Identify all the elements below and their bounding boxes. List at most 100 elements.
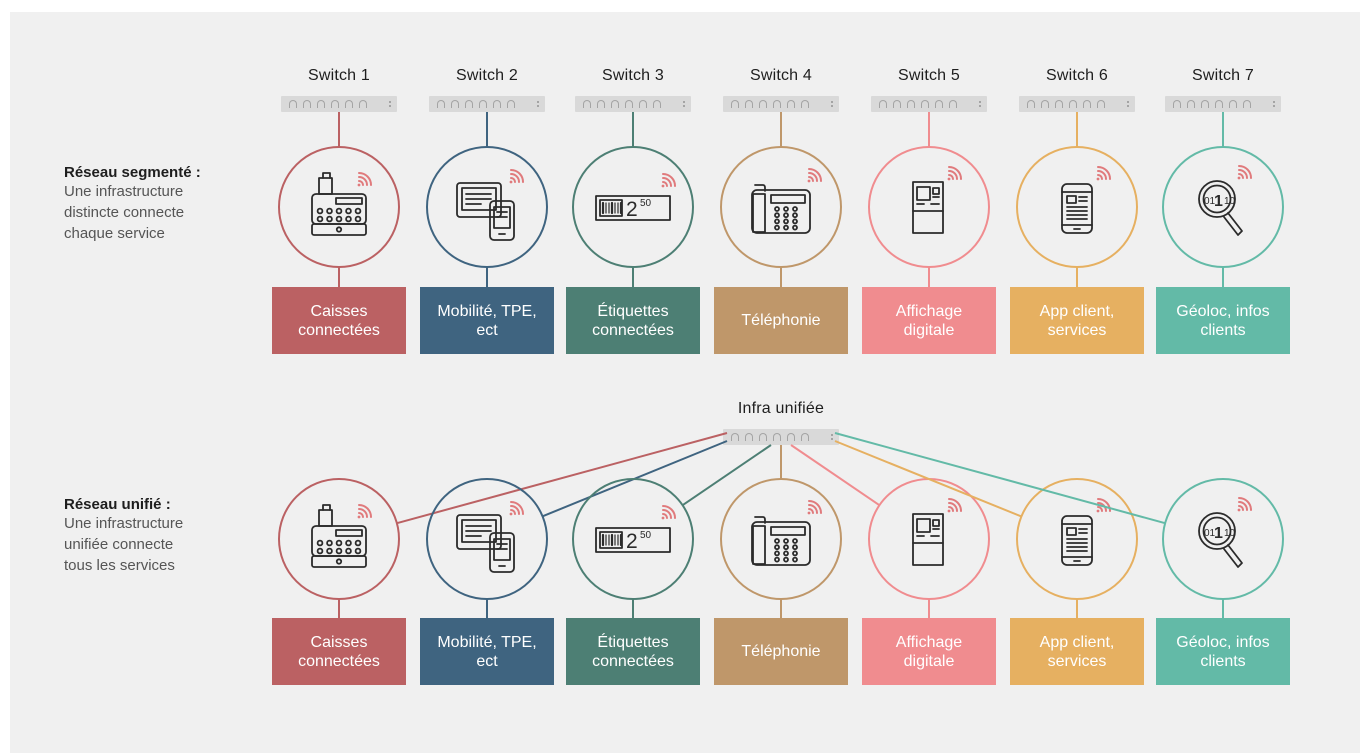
service-circle [720, 478, 842, 600]
segmented-network-description: Réseau segmenté : Une infrastructure dis… [64, 164, 264, 244]
service-box: Mobilité, TPE,ect [420, 618, 554, 685]
switch-label: Switch 2 [455, 67, 519, 84]
switch-led [831, 438, 833, 440]
smartphone-app-icon [1061, 166, 1111, 234]
segmented-network-title: Réseau segmenté : [64, 164, 201, 181]
service-label-line: Téléphonie [741, 312, 821, 329]
switch-label: Switch 3 [601, 67, 665, 84]
service-label-line: clients [1200, 652, 1246, 670]
service-label-line: Affichage [895, 302, 963, 320]
service-circle [278, 478, 400, 600]
price-value-text: 2 [626, 198, 638, 221]
segmented-desc-line: chaque service [64, 225, 165, 242]
switch-port [731, 100, 739, 108]
smartphone-app-icon [1061, 498, 1111, 566]
switch-label: Switch 4 [749, 67, 813, 84]
service-label-line: ect [476, 321, 498, 339]
switch-port [653, 100, 661, 108]
service-circle [720, 146, 842, 268]
switch-led [537, 101, 539, 103]
service-label-line: Géoloc, infos [1176, 302, 1270, 320]
service-box: Téléphonie [714, 618, 848, 685]
unified-desc-line: Une infrastructure [64, 515, 184, 532]
service-label-line: Mobilité, TPE, [437, 302, 537, 320]
service-label-line: clients [1200, 321, 1246, 339]
price-value-text: 2 [626, 530, 638, 553]
switch-port [493, 100, 501, 108]
service-label-line: Affichage [895, 633, 963, 651]
service-label-line: services [1047, 321, 1107, 339]
service-circle [1016, 146, 1138, 268]
switch-led [1273, 101, 1275, 103]
switch-port [1243, 100, 1251, 108]
switch-led [1127, 101, 1129, 103]
switch-label: Switch 7 [1191, 67, 1255, 84]
switch-port [437, 100, 445, 108]
service-label-line: Caisses [310, 302, 368, 320]
service-circle [278, 146, 400, 268]
switch-port [1083, 100, 1091, 108]
switch-port [759, 100, 767, 108]
switch-port [1041, 100, 1049, 108]
switch-port [745, 100, 753, 108]
switch-port [1229, 100, 1237, 108]
connection-line [834, 432, 1166, 525]
switch-led [389, 101, 391, 103]
wifi-signal-icon [509, 501, 524, 516]
cash-register-icon [311, 504, 372, 568]
switch-port [639, 100, 647, 108]
switch-port [583, 100, 591, 108]
service-circle [1016, 478, 1138, 600]
switch-port [625, 100, 633, 108]
unified-network-title: Réseau unifié : [64, 496, 171, 513]
switch-port [1027, 100, 1035, 108]
wifi-signal-icon [947, 498, 962, 513]
wifi-signal-icon [509, 169, 524, 184]
switch-port [787, 100, 795, 108]
switch-device [281, 96, 397, 112]
switch-port [1201, 100, 1209, 108]
switch-port [1097, 100, 1105, 108]
service-label-line: Caisses [310, 633, 368, 651]
connection-line [790, 444, 880, 507]
switch-led [831, 101, 833, 103]
switch-port [507, 100, 515, 108]
service-label-line: connectées [592, 652, 674, 670]
service-circle [426, 478, 548, 600]
binary-text: 01 [1204, 196, 1216, 207]
switch-port [745, 433, 753, 441]
price-cents-text: 50 [640, 530, 652, 541]
switch-port [1055, 100, 1063, 108]
service-label-line: Téléphonie [741, 643, 821, 660]
wifi-signal-icon [1096, 498, 1111, 513]
service-label-line: Géoloc, infos [1176, 633, 1270, 651]
switch-port [1069, 100, 1077, 108]
service-label: App client,services [1040, 633, 1115, 671]
switch-port [759, 433, 767, 441]
switch-port [597, 100, 605, 108]
switch-port [731, 433, 739, 441]
switch-device [871, 96, 987, 112]
connection-line [682, 444, 772, 507]
service-label: Mobilité, TPE,ect [437, 633, 536, 671]
binary-bold-text: 1 [1214, 193, 1223, 210]
switch-port [907, 100, 915, 108]
service-circle [1162, 478, 1284, 600]
service-label-line: App client, [1039, 633, 1115, 651]
switch-led [683, 105, 685, 107]
service-label-line: Étiquettes [597, 302, 669, 320]
unified-switch-label: Infra unifiée [737, 400, 825, 417]
service-label-line: Étiquettes [597, 633, 669, 651]
binary-text: 10 [1224, 528, 1236, 539]
switch-port [465, 100, 473, 108]
service-label-line: connectées [592, 321, 674, 339]
